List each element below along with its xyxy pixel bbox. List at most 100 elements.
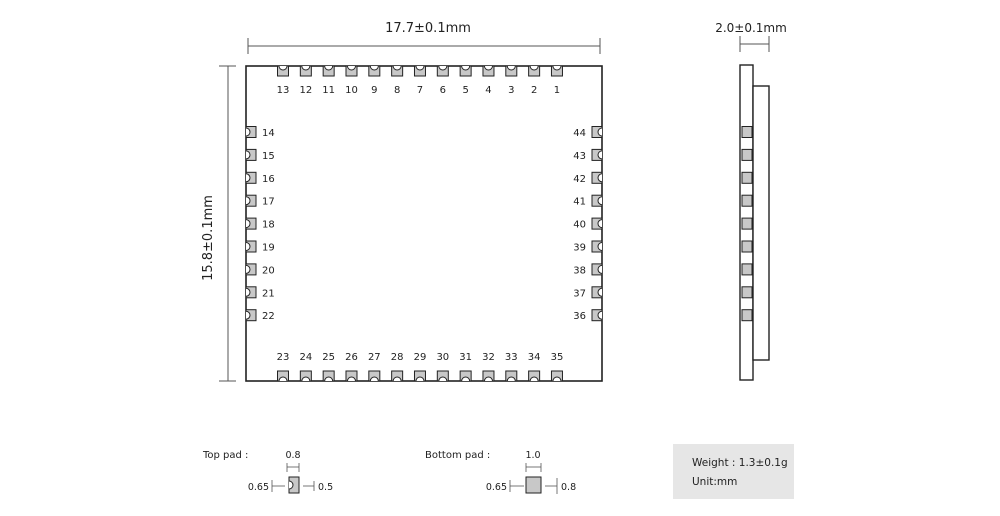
pin-label-23: 23	[277, 352, 290, 363]
bottom-pad-title: Bottom pad :	[425, 450, 490, 461]
pad-26	[345, 370, 358, 382]
top-pad-half-hole	[288, 480, 294, 490]
pad-33	[505, 370, 518, 382]
pin-label-32: 32	[482, 352, 495, 363]
pin-label-37: 37	[573, 288, 586, 299]
pin-label-6: 6	[440, 85, 446, 96]
height-dimension	[219, 65, 236, 382]
pin-label-33: 33	[505, 352, 518, 363]
pad-7	[413, 65, 426, 77]
pin-label-4: 4	[485, 85, 491, 96]
pin-label-22: 22	[262, 311, 275, 322]
pad-32	[482, 370, 495, 382]
pad-3	[505, 65, 518, 77]
pad-24	[299, 370, 312, 382]
pin-label-9: 9	[371, 85, 377, 96]
pin-label-14: 14	[262, 128, 275, 139]
pin-label-42: 42	[573, 174, 586, 185]
pin-label-10: 10	[345, 85, 358, 96]
pad-14	[245, 126, 257, 138]
pad-28	[391, 370, 404, 382]
pad-38	[591, 263, 603, 276]
pad-41	[591, 194, 603, 207]
side-pad	[741, 286, 753, 299]
pad-9	[368, 65, 381, 77]
pin-label-44: 44	[573, 128, 586, 139]
pin-label-13: 13	[277, 85, 290, 96]
pin-label-5: 5	[462, 85, 468, 96]
pad-2	[528, 65, 541, 77]
bottom-pad-right-label: 0.8	[561, 482, 576, 493]
pad-34	[528, 370, 541, 382]
top-pad-width-label: 0.8	[285, 450, 300, 461]
side-view-shield	[752, 85, 770, 361]
pin-label-38: 38	[573, 265, 586, 276]
pin-label-40: 40	[573, 220, 586, 231]
pin-label-28: 28	[391, 352, 404, 363]
bottom-pad-shape	[525, 476, 542, 494]
pin-label-18: 18	[262, 220, 275, 231]
side-pad	[741, 126, 753, 138]
pin-label-16: 16	[262, 174, 275, 185]
pin-label-3: 3	[508, 85, 514, 96]
pad-23	[277, 370, 289, 382]
side-view-pads	[741, 126, 753, 322]
info-box: Weight : 1.3±0.1g Unit:mm	[673, 444, 794, 499]
pad-18	[245, 217, 257, 230]
pad-16	[245, 171, 257, 184]
pin-label-24: 24	[299, 352, 312, 363]
pin-label-39: 39	[573, 243, 586, 254]
pin-label-12: 12	[299, 85, 312, 96]
weight-label: Weight : 1.3±0.1g	[692, 457, 788, 469]
pin-label-43: 43	[573, 151, 586, 162]
pin-label-20: 20	[262, 265, 275, 276]
pin-label-27: 27	[368, 352, 381, 363]
pad-31	[459, 370, 472, 382]
pad-35	[550, 370, 563, 382]
pad-27	[368, 370, 381, 382]
pad-21	[245, 286, 257, 299]
module-outline	[245, 65, 603, 382]
pin-label-30: 30	[436, 352, 449, 363]
width-dimension-label: 17.7±0.1mm	[385, 21, 471, 36]
pad-42	[591, 171, 603, 184]
pin-label-35: 35	[551, 352, 564, 363]
pad-15	[245, 148, 257, 161]
pin-label-7: 7	[417, 85, 423, 96]
side-pad	[741, 194, 753, 207]
pad-13	[277, 65, 289, 77]
pad-22	[245, 309, 257, 322]
pad-12	[299, 65, 312, 77]
thickness-dimension	[739, 36, 770, 52]
pad-17	[245, 194, 257, 207]
pin-label-26: 26	[345, 352, 358, 363]
pad-39	[591, 240, 603, 253]
side-pad	[741, 240, 753, 253]
pad-4	[482, 65, 495, 77]
pin-label-11: 11	[322, 85, 335, 96]
pad-36	[591, 309, 603, 322]
pin-label-1: 1	[554, 85, 560, 96]
pad-29	[413, 370, 426, 382]
pad-10	[345, 65, 358, 77]
side-pad	[741, 263, 753, 276]
pad-20	[245, 263, 257, 276]
side-pad	[741, 217, 753, 230]
pin-label-41: 41	[573, 197, 586, 208]
pin-label-8: 8	[394, 85, 400, 96]
pin-label-31: 31	[459, 352, 472, 363]
top-pad-title: Top pad :	[202, 450, 248, 461]
pin-label-15: 15	[262, 151, 275, 162]
pad-11	[322, 65, 335, 77]
height-dimension-label: 15.8±0.1mm	[201, 195, 216, 281]
bottom-pad-detail	[509, 463, 558, 494]
pad-40	[591, 217, 603, 230]
pin-label-25: 25	[322, 352, 335, 363]
pad-19	[245, 240, 257, 253]
thickness-dimension-label: 2.0±0.1mm	[715, 21, 787, 35]
side-pad	[741, 148, 753, 161]
top-pad-left-label: 0.65	[248, 482, 269, 493]
unit-label: Unit:mm	[692, 476, 738, 488]
pin-label-29: 29	[414, 352, 427, 363]
